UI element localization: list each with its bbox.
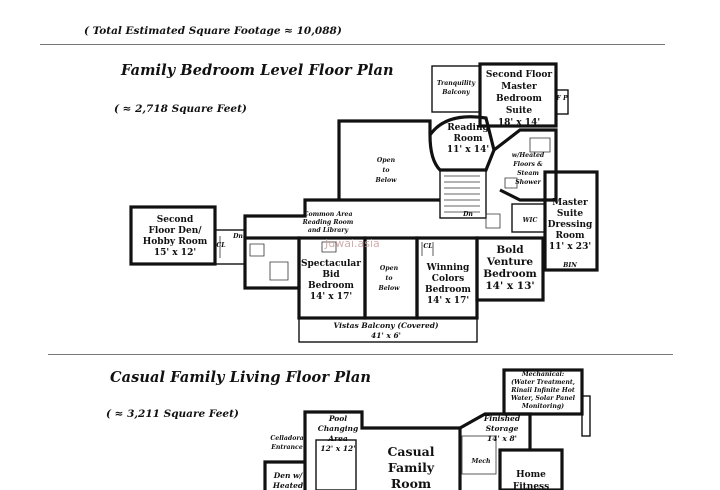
bedroom-level-walls: [129, 62, 599, 343]
living-level-walls: [263, 368, 591, 490]
bin-label: BIN: [562, 262, 577, 269]
wic-label: WIC: [523, 217, 538, 224]
middle-divider: [48, 354, 673, 355]
top-divider: [40, 44, 665, 45]
stair-down-label: Dn: [462, 211, 473, 218]
room-mech: Mech: [470, 458, 490, 465]
bedroom-level-sqft: ( ≈ 2,718 Square Feet): [114, 103, 247, 115]
room-vistas-balcony: Vistas Balcony (Covered)41' x 6': [333, 321, 439, 340]
room-mechanical: Mechanical:(Water Treatment,Rinaii Infin…: [510, 371, 575, 410]
room-den-heated: Den w/Heated: [272, 471, 304, 490]
den-stair-down-label: Dn: [232, 233, 243, 240]
fireplace-label: F P: [555, 95, 568, 102]
total-square-footage: ( Total Estimated Square Footage ≈ 10,08…: [84, 25, 342, 37]
living-level-title: Casual Family Living Floor Plan: [110, 369, 371, 386]
living-level-labels: Mechanical:(Water Treatment,Rinaii Infin…: [270, 371, 575, 490]
winning-closet-label: CL: [423, 243, 432, 250]
closet-label: CL: [216, 242, 225, 249]
bedroom-level-title: Family Bedroom Level Floor Plan: [121, 62, 394, 79]
living-level-sqft: ( ≈ 3,211 Square Feet): [106, 408, 239, 420]
watermark: Juwai.asia: [324, 237, 380, 250]
